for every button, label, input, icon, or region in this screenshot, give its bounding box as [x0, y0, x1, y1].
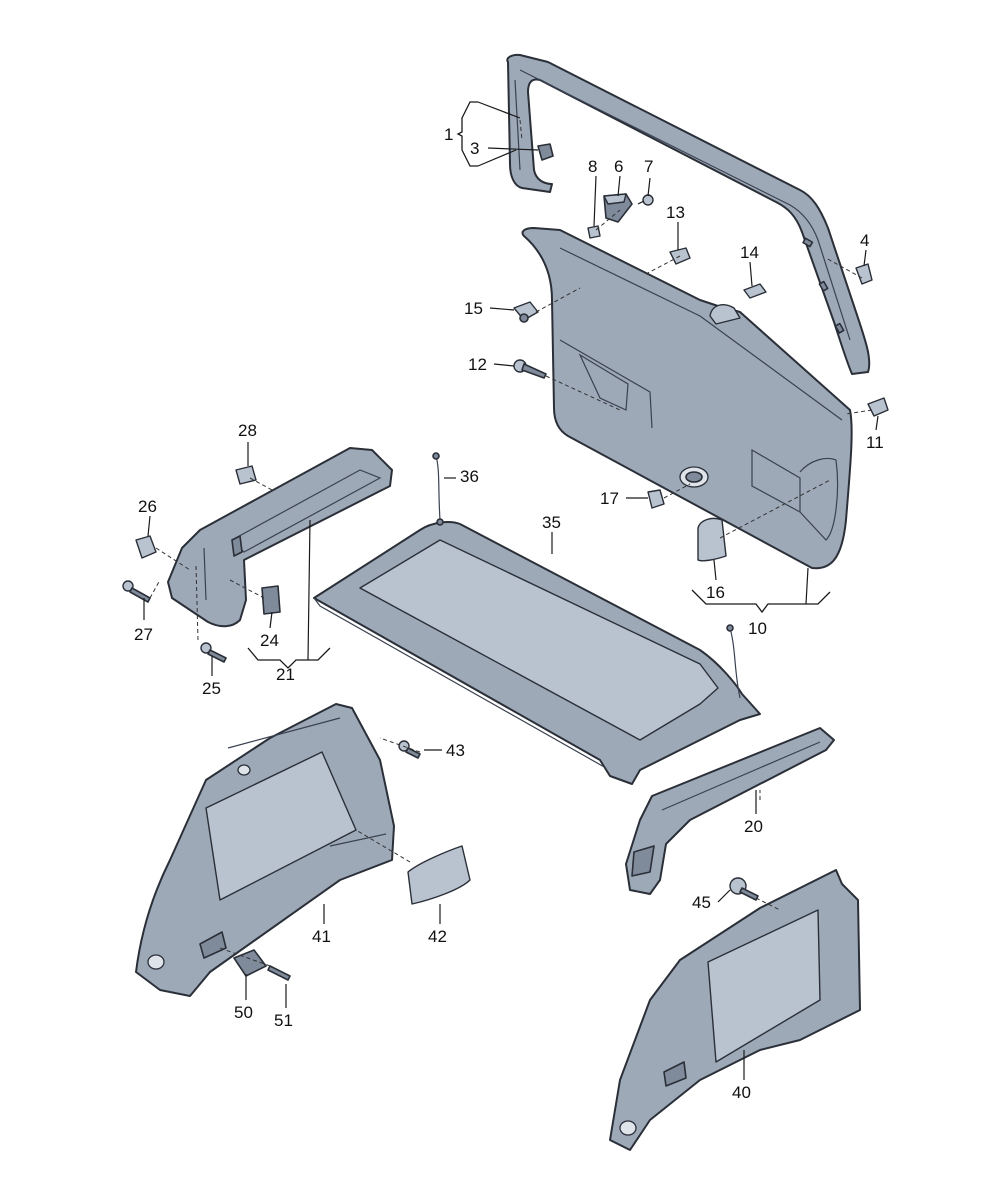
part-10-tailgate-trim-panel — [521, 227, 853, 570]
callout-21: 21 — [276, 665, 295, 684]
part-6-handle — [603, 193, 633, 223]
part-14-clip — [743, 283, 767, 299]
part-1-window-frame-trim — [506, 53, 871, 375]
part-7-screw — [637, 194, 654, 206]
part-51-screw — [267, 965, 291, 981]
part-26-clip — [135, 535, 157, 559]
part-20-side-trim — [625, 727, 835, 895]
callout-12: 12 — [468, 355, 487, 374]
callout-24: 24 — [260, 631, 279, 650]
callout-35: 35 — [542, 513, 561, 532]
part-12-screw — [513, 359, 547, 379]
callout-42: 42 — [428, 927, 447, 946]
callout-6: 6 — [614, 157, 623, 176]
callout-1: 1 — [444, 125, 453, 144]
callout-45: 45 — [692, 893, 711, 912]
callout-26: 26 — [138, 497, 157, 516]
part-11-clip — [867, 397, 889, 417]
part-21-side-trim — [167, 447, 393, 628]
part-28-clip — [235, 465, 257, 485]
callout-16: 16 — [706, 583, 725, 602]
callout-8: 8 — [588, 157, 597, 176]
callout-15: 15 — [464, 299, 483, 318]
part-40-right-side-trim — [609, 869, 861, 1151]
part-24-clip — [261, 585, 281, 615]
callout-36: 36 — [460, 467, 479, 486]
callout-13: 13 — [666, 203, 685, 222]
callout-14: 14 — [740, 243, 759, 262]
part-25-screw — [200, 642, 227, 663]
callout-4: 4 — [860, 231, 869, 250]
callout-40: 40 — [732, 1083, 751, 1102]
part-36-cord — [432, 452, 741, 699]
assembly-lines — [149, 119, 873, 967]
part-42-cover — [407, 845, 471, 905]
callout-7: 7 — [644, 157, 653, 176]
part-17-clip — [647, 489, 665, 509]
part-50-latch — [233, 949, 267, 977]
callout-50: 50 — [234, 1003, 253, 1022]
part-27-screw — [122, 580, 151, 603]
part-41-left-side-trim — [135, 703, 395, 997]
part-45-clip — [729, 877, 759, 901]
callout-11: 11 — [866, 433, 884, 452]
callout-25: 25 — [202, 679, 221, 698]
callout-41: 41 — [312, 927, 331, 946]
callout-20: 20 — [744, 817, 763, 836]
leader-lines — [143, 101, 879, 1080]
callout-labels: 1 3 4 6 7 8 10 11 12 13 14 15 16 17 20 2… — [134, 125, 884, 1102]
part-15-clip — [513, 301, 539, 323]
part-4-clip — [855, 263, 873, 285]
callout-43: 43 — [446, 741, 465, 760]
callout-28: 28 — [238, 421, 257, 440]
callout-17: 17 — [600, 489, 619, 508]
part-16-cover — [697, 517, 727, 562]
part-35-parcel-shelf — [313, 521, 761, 785]
part-43-screw — [398, 740, 421, 759]
callout-27: 27 — [134, 625, 153, 644]
part-3-clip — [537, 143, 554, 161]
callout-10: 10 — [748, 619, 767, 638]
callout-51: 51 — [274, 1011, 293, 1030]
callout-3: 3 — [470, 139, 479, 158]
